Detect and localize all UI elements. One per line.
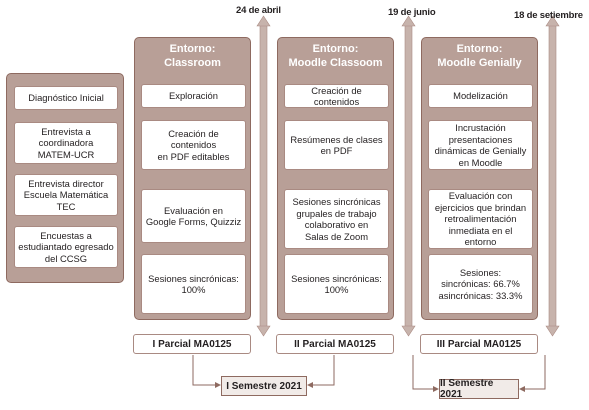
diagnostic-panel: Diagnóstico Inicial Entrevista a coordin… <box>6 73 124 283</box>
stage-panel-classroom: Entorno: Classroom Exploración Creación … <box>134 37 251 320</box>
stage-card: Exploración <box>141 84 246 108</box>
left-panel-item: Entrevista a coordinadora MATEM-UCR <box>14 122 118 164</box>
timeline-arrow-2 <box>401 15 416 337</box>
timeline-arrow-1 <box>256 15 271 337</box>
connector-parcial-3 <box>412 355 439 392</box>
stage-card: Sesiones sincrónicas: 100% <box>141 254 246 314</box>
connector-parcial-3b <box>519 355 546 392</box>
stage-panel-moodle-classroom: Entorno: Moodle Classoom Creación de con… <box>277 37 394 320</box>
stage-card: Incrustación presentaciones dinámicas de… <box>428 120 533 170</box>
stage-title: Entorno: Moodle Classoom <box>288 43 383 69</box>
connector-parcial-2 <box>307 355 335 388</box>
parcial-box: II Parcial MA0125 <box>276 334 394 354</box>
connector-parcial-1 <box>192 355 221 388</box>
stage-title: Entorno: Classroom <box>164 43 221 69</box>
stage-card: Sesiones sincrónicas: 100% <box>284 254 389 314</box>
parcial-box: I Parcial MA0125 <box>133 334 251 354</box>
left-panel-item: Entrevista director Escuela Matemática T… <box>14 174 118 216</box>
stage-card: Creación de contenidos <box>284 84 389 108</box>
stage-card: Evaluación en Google Forms, Quizziz <box>141 189 246 243</box>
stage-card: Modelización <box>428 84 533 108</box>
semester-box: I Semestre 2021 <box>221 376 307 396</box>
stage-card: Creación de contenidos en PDF editables <box>141 120 246 170</box>
stage-card: Sesiones: sincrónicas: 66.7% asincrónica… <box>428 254 533 314</box>
left-panel-item: Diagnóstico Inicial <box>14 86 118 110</box>
stage-date: 19 de junio <box>388 7 436 18</box>
semester-box: II Semestre 2021 <box>439 378 519 400</box>
stage-card: Resúmenes de clases en PDF <box>284 120 389 170</box>
stage-card: Sesiones sincrónicas grupales de trabajo… <box>284 189 389 249</box>
parcial-box: III Parcial MA0125 <box>420 334 538 354</box>
timeline-arrow-3 <box>545 15 560 337</box>
stage-date: 24 de abril <box>236 5 281 16</box>
stage-title: Entorno: Moodle Genially <box>437 43 522 69</box>
stage-date: 18 de setiembre <box>514 10 583 21</box>
stage-card: Evaluación con ejercicios que brindan re… <box>428 189 533 249</box>
left-panel-item: Encuestas a estudiantado egresado del CC… <box>14 226 118 268</box>
stage-panel-moodle-genially: Entorno: Moodle Genially Modelización In… <box>421 37 538 320</box>
